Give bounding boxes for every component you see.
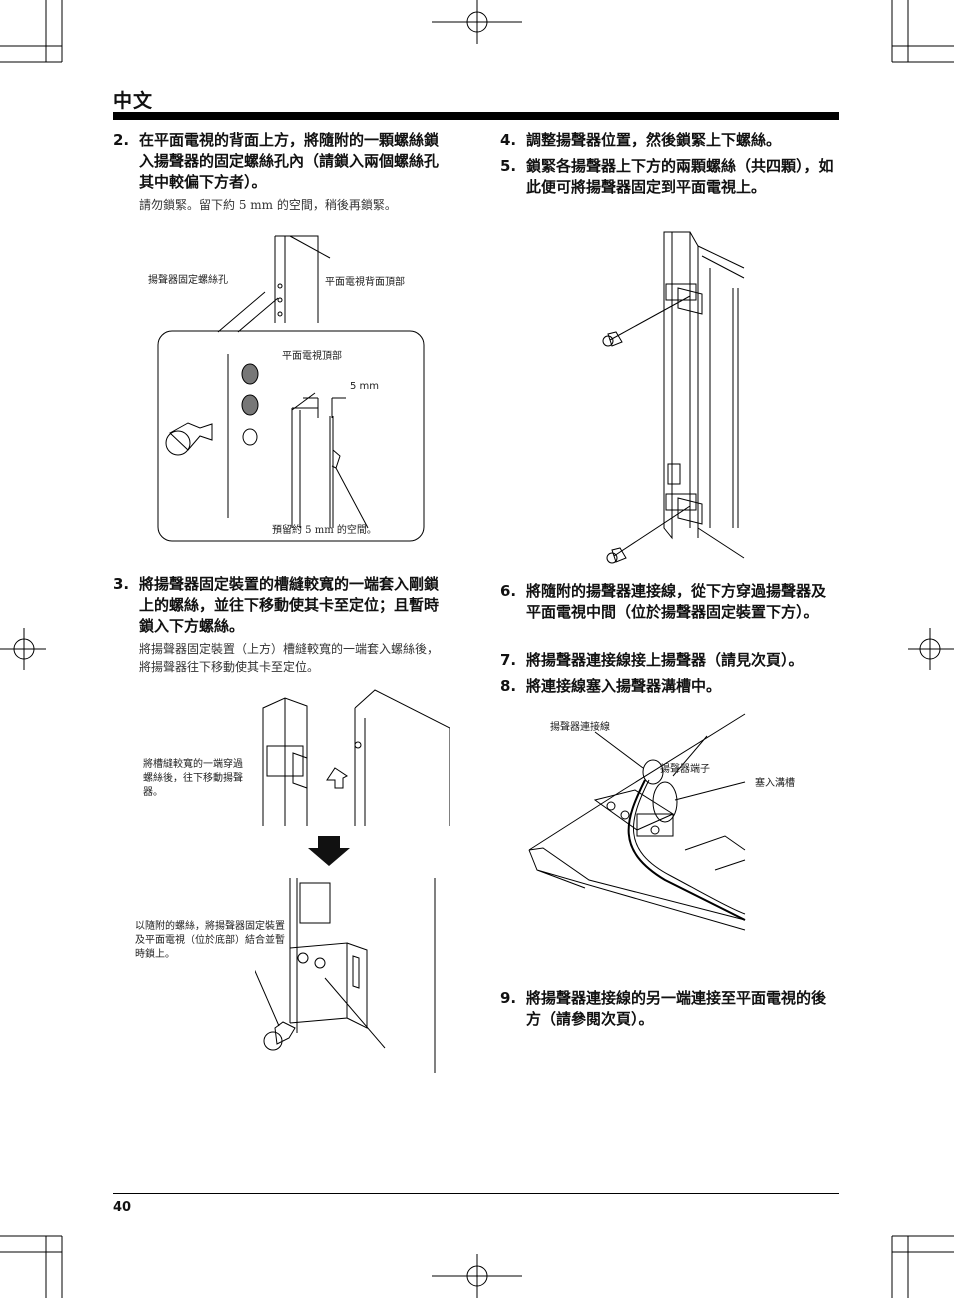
step-number: 6. — [500, 582, 517, 600]
step-2: 2. 在平面電視的背面上方，將隨附的一顆螺絲鎖入揚聲器的固定螺絲孔內（請鎖入兩個… — [113, 130, 443, 193]
label-slot: 將槽縫較寬的一端穿過螺絲後，往下移動揚聲器。 — [143, 759, 243, 798]
step-5: 5. 鎖緊各揚聲器上下方的兩顆螺絲（共四顆），如此便可將揚聲器固定到平面電視上。 — [500, 156, 840, 198]
step-number: 9. — [500, 989, 517, 1007]
step-3: 3. 將揚聲器固定裝置的槽縫較寬的一端套入剛鎖上的螺絲，並往下移動使其卡至定位；… — [113, 574, 443, 637]
step-text: 將揚聲器連接線接上揚聲器（請見次頁）。 — [526, 651, 804, 669]
page-number: 40 — [113, 1200, 132, 1215]
step-number: 5. — [500, 157, 517, 175]
page-title: 中文 — [113, 90, 154, 112]
step-text: 調整揚聲器位置，然後鎖緊上下螺絲。 — [526, 131, 782, 149]
step-8: 8. 將連接線塞入揚聲器溝槽中。 — [500, 676, 840, 697]
step-text: 將揚聲器固定裝置的槽縫較寬的一端套入剛鎖上的螺絲，並往下移動使其卡至定位；且暫時… — [139, 575, 440, 635]
label-5mm: 5 mm — [350, 381, 380, 392]
figure-screw-tighten — [602, 231, 745, 564]
figure-cable-groove — [528, 713, 746, 931]
figure-bracket-slide — [255, 689, 450, 1073]
step-6: 6. 將隨附的揚聲器連接線，從下方穿過揚聲器及平面電視中間（位於揚聲器固定裝置下… — [500, 581, 830, 623]
step-2-note: 請勿鎖緊。留下約 5 mm 的空間，稍後再鎖緊。 — [139, 198, 397, 212]
label-rear-top: 平面電視背面頂部 — [325, 277, 405, 288]
step-text: 在平面電視的背面上方，將隨附的一顆螺絲鎖入揚聲器的固定螺絲孔內（請鎖入兩個螺絲孔… — [139, 131, 440, 191]
step-number: 4. — [500, 131, 517, 149]
step-7: 7. 將揚聲器連接線接上揚聲器（請見次頁）。 — [500, 650, 845, 671]
label-cable: 揚聲器連接線 — [550, 722, 610, 733]
label-top: 平面電視頂部 — [282, 351, 342, 362]
footer-rule — [113, 1193, 839, 1194]
label-screw: 以隨附的螺絲，將揚聲器固定裝置及平面電視（位於底部）結合並暫時鎖上。 — [135, 921, 285, 960]
step-number: 3. — [113, 575, 130, 593]
step-number: 2. — [113, 131, 130, 149]
step-3-note: 將揚聲器固定裝置（上方）槽縫較寬的一端套入螺絲後，將揚聲器往下移動使其卡至定位。 — [139, 642, 440, 674]
step-number: 8. — [500, 677, 517, 695]
step-4: 4. 調整揚聲器位置，然後鎖緊上下螺絲。 — [500, 130, 840, 151]
step-text: 將連接線塞入揚聲器溝槽中。 — [526, 677, 722, 695]
label-gap: 預留約 5 mm 的空間。 — [272, 525, 377, 536]
step-9: 9. 將揚聲器連接線的另一端連接至平面電視的後方（請參閱次頁）。 — [500, 988, 830, 1030]
step-text: 將揚聲器連接線的另一端連接至平面電視的後方（請參閱次頁）。 — [526, 989, 827, 1028]
header-rule — [113, 112, 839, 120]
label-groove: 塞入溝槽 — [755, 778, 795, 789]
step-text: 鎖緊各揚聲器上下方的兩顆螺絲（共四顆），如此便可將揚聲器固定到平面電視上。 — [526, 157, 834, 196]
figure-screw-mount — [157, 235, 425, 542]
step-text: 將隨附的揚聲器連接線，從下方穿過揚聲器及平面電視中間（位於揚聲器固定裝置下方）。 — [526, 582, 827, 621]
label-hole: 揚聲器固定螺絲孔 — [148, 275, 228, 286]
label-terminal: 揚聲器端子 — [660, 764, 710, 775]
step-number: 7. — [500, 651, 517, 669]
